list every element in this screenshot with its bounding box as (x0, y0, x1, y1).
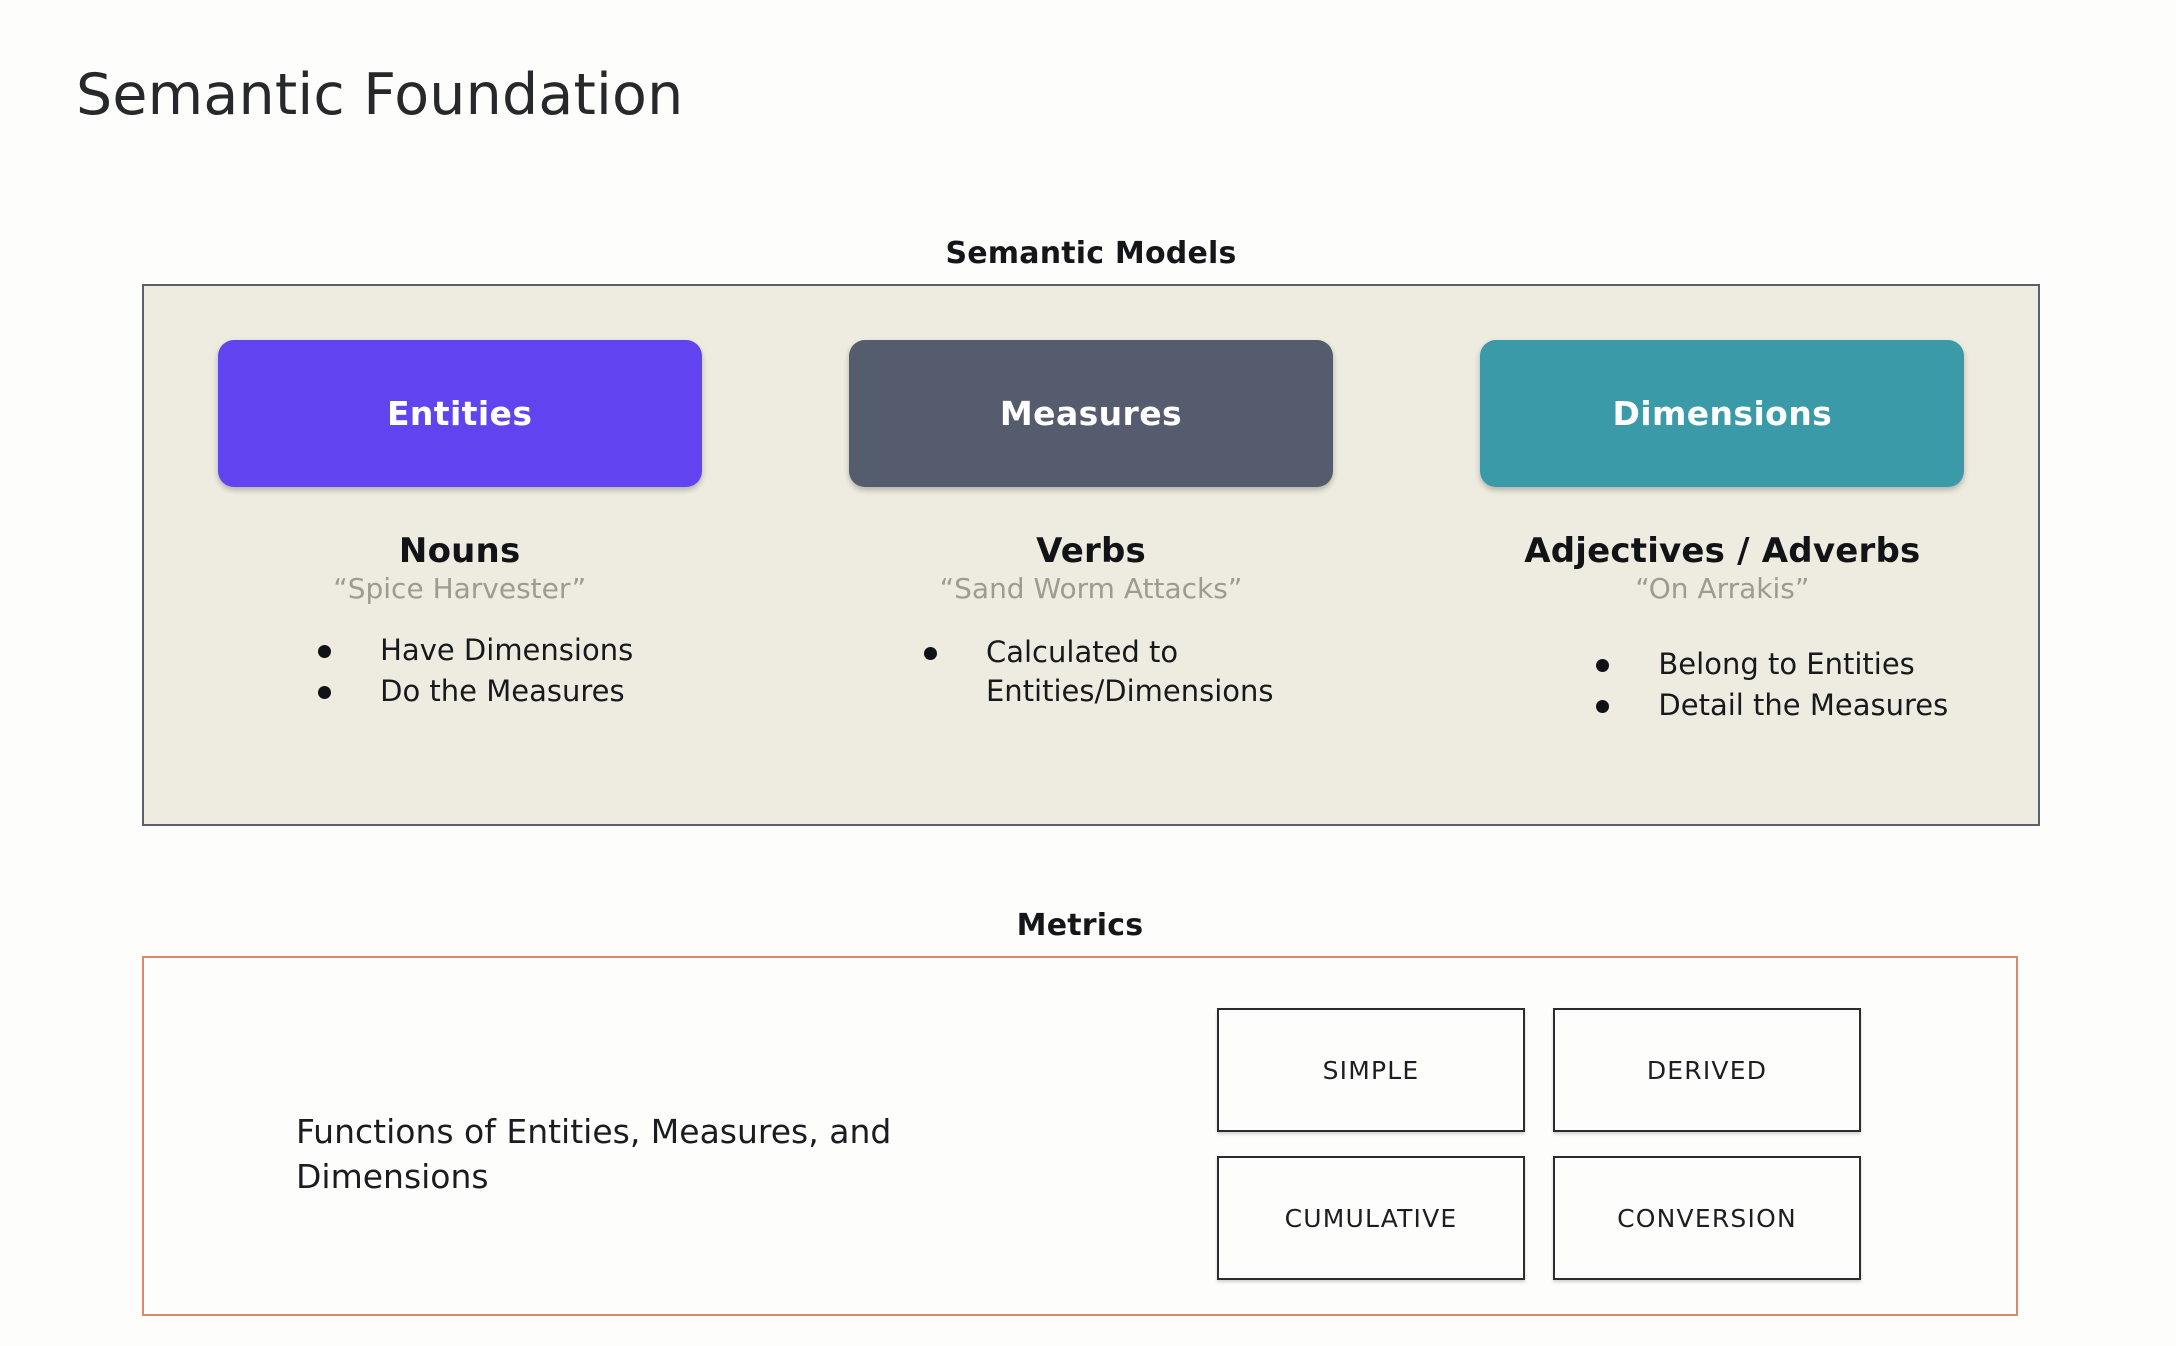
page-title: Semantic Foundation (76, 62, 684, 128)
dimensions-pill-label: Dimensions (1612, 394, 1833, 433)
metric-box-simple-label: SIMPLE (1322, 1055, 1420, 1085)
measures-bullet-list: Calculated to Entities/Dimensions (910, 633, 1316, 712)
entities-example: “Spice Harvester” (333, 571, 587, 605)
measures-part-of-speech: Verbs (1036, 531, 1146, 571)
metric-box-derived-label: DERIVED (1646, 1055, 1768, 1085)
metric-box-cumulative-label: CUMULATIVE (1284, 1203, 1458, 1233)
list-item: Calculated to Entities/Dimensions (910, 633, 1316, 710)
entities-pill-label: Entities (386, 394, 533, 433)
list-item: Detail the Measures (1582, 686, 1948, 724)
model-column-dimensions: Dimensions Adjectives / Adverbs “On Arra… (1407, 286, 2038, 824)
list-item: Belong to Entities (1582, 645, 1948, 683)
model-column-measures: Measures Verbs “Sand Worm Attacks” Calcu… (775, 286, 1406, 824)
entities-bullet-list: Have Dimensions Do the Measures (304, 631, 633, 712)
semantic-models-columns: Entities Nouns “Spice Harvester” Have Di… (144, 286, 2038, 824)
list-item: Do the Measures (304, 672, 633, 710)
metric-box-simple[interactable]: SIMPLE (1217, 1008, 1525, 1132)
entities-pill[interactable]: Entities (217, 340, 702, 487)
model-column-entities: Entities Nouns “Spice Harvester” Have Di… (144, 286, 775, 824)
dimensions-bullet-list: Belong to Entities Detail the Measures (1582, 645, 1948, 726)
metric-box-cumulative[interactable]: CUMULATIVE (1217, 1156, 1525, 1280)
metric-type-grid: SIMPLE DERIVED CUMULATIVE CONVERSION (1217, 1008, 1861, 1280)
metrics-heading: Metrics (1016, 908, 1144, 943)
dimensions-example: “On Arrakis” (1635, 571, 1810, 605)
measures-example: “Sand Worm Attacks” (939, 571, 1243, 605)
semantic-models-panel: Entities Nouns “Spice Harvester” Have Di… (142, 284, 2040, 826)
metrics-panel: Functions of Entities, Measures, and Dim… (142, 956, 2018, 1316)
list-item: Have Dimensions (304, 631, 633, 669)
dimensions-pill[interactable]: Dimensions (1480, 340, 1965, 487)
entities-part-of-speech: Nouns (398, 531, 521, 571)
measures-pill-label: Measures (999, 394, 1183, 433)
metric-box-conversion-label: CONVERSION (1617, 1203, 1797, 1233)
semantic-models-heading: Semantic Models (945, 236, 1237, 271)
dimensions-part-of-speech: Adjectives / Adverbs (1524, 531, 1921, 571)
metrics-description: Functions of Entities, Measures, and Dim… (296, 1112, 892, 1196)
metric-box-conversion[interactable]: CONVERSION (1553, 1156, 1861, 1280)
measures-pill[interactable]: Measures (848, 340, 1333, 487)
metric-box-derived[interactable]: DERIVED (1553, 1008, 1861, 1132)
